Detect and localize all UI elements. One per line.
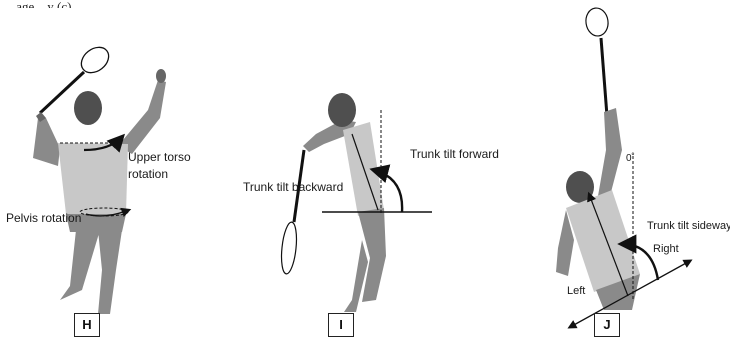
panel-i-figure (279, 93, 432, 312)
panel-j-left-label: Left (567, 284, 585, 298)
panel-j-figure (556, 7, 688, 326)
panel-j-right-label: Right (653, 242, 679, 256)
panel-i-id-box: I (328, 313, 354, 337)
panel-h-pelvis-label: Pelvis rotation (6, 211, 81, 225)
panel-h-rotation-label: rotation (128, 167, 168, 181)
panel-i-forward-label: Trunk tilt forward (410, 147, 499, 161)
panel-h-id-box: H (74, 313, 100, 337)
panel-h-upper-torso-label: Upper torso (128, 150, 191, 164)
panel-h-head (74, 91, 102, 125)
panel-j-degree-label: 0˚ (626, 152, 635, 166)
panel-i-backward-label: Trunk tilt backward (243, 180, 343, 194)
panel-j-id-box: J (594, 313, 620, 337)
panel-h-torso (58, 143, 128, 214)
panel-j-sideways-label: Trunk tilt sideways (647, 219, 730, 233)
